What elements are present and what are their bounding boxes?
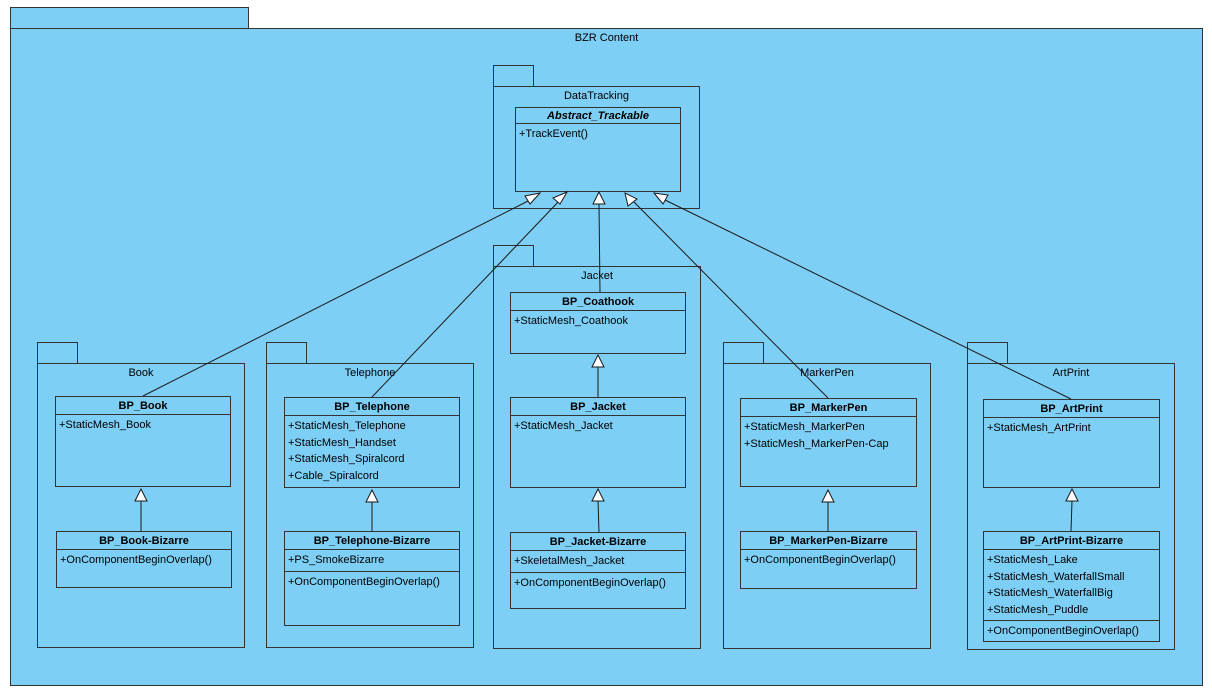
attribute-staticmesh-markerpen-cap: +StaticMesh_MarkerPen-Cap: [744, 437, 889, 450]
package-tab-artprint: [967, 342, 1008, 364]
package-title-markerpen: MarkerPen: [800, 367, 854, 379]
class-name-bp-artprint-bizarre: BP_ArtPrint-Bizarre: [984, 532, 1159, 550]
class-bp-jacket[interactable]: BP_Jacket +StaticMesh_Jacket: [510, 397, 686, 488]
package-tab-book: [37, 342, 78, 364]
package-tab-markerpen: [723, 342, 764, 364]
attribute-staticmesh-handset: +StaticMesh_Handset: [288, 436, 396, 449]
class-name-bp-coathook: BP_Coathook: [511, 293, 685, 311]
attribute-ps-smokebizarre: +PS_SmokeBizarre: [288, 554, 385, 566]
package-title-telephone: Telephone: [344, 367, 396, 379]
attribute-staticmesh-artprint: +StaticMesh_ArtPrint: [987, 422, 1091, 434]
class-bp-book-bizarre[interactable]: BP_Book-Bizarre +OnComponentBeginOverlap…: [56, 531, 232, 588]
attribute-staticmesh-telephone: +StaticMesh_Telephone: [288, 420, 406, 432]
attribute-staticmesh-spiralcord: +StaticMesh_Spiralcord: [288, 453, 405, 465]
class-bp-markerpen[interactable]: BP_MarkerPen +StaticMesh_MarkerPen +Stat…: [740, 398, 917, 487]
package-title-artprint: ArtPrint: [1052, 367, 1090, 379]
attribute-staticmesh-coathook: +StaticMesh_Coathook: [514, 315, 629, 327]
operation-on-component-begin-overlap: +OnComponentBeginOverlap(): [744, 554, 896, 566]
class-name-bp-markerpen: BP_MarkerPen: [741, 399, 916, 417]
attribute-staticmesh-book: +StaticMesh_Book: [59, 419, 152, 431]
class-bp-artprint[interactable]: BP_ArtPrint +StaticMesh_ArtPrint: [983, 399, 1160, 488]
class-bp-book[interactable]: BP_Book +StaticMesh_Book: [55, 396, 231, 487]
class-name-bp-telephone: BP_Telephone: [285, 398, 459, 416]
operation-on-component-begin-overlap: +OnComponentBeginOverlap(): [514, 576, 666, 589]
package-tab-bzr: [10, 7, 249, 29]
package-title-datatracking: DataTracking: [563, 90, 629, 102]
class-bp-telephone-bizarre[interactable]: BP_Telephone-Bizarre +PS_SmokeBizarre +O…: [284, 531, 460, 626]
operation-track-event: +TrackEvent(): [519, 128, 588, 140]
package-tab-jacket: [493, 245, 534, 267]
operation-on-component-begin-overlap: +OnComponentBeginOverlap(): [987, 625, 1139, 637]
package-title-bzr: BZR Content: [574, 32, 639, 44]
attribute-staticmesh-waterfallsmall: +StaticMesh_WaterfallSmall: [987, 570, 1125, 583]
package-title-jacket: Jacket: [581, 270, 613, 282]
class-bp-artprint-bizarre[interactable]: BP_ArtPrint-Bizarre +StaticMesh_Lake +St…: [983, 531, 1160, 642]
class-name-bp-book: BP_Book: [56, 397, 230, 415]
attribute-skeletalmesh-jacket: +SkeletalMesh_Jacket: [514, 555, 625, 567]
package-tab-datatracking: [493, 65, 534, 87]
class-bp-telephone[interactable]: BP_Telephone +StaticMesh_Telephone +Stat…: [284, 397, 460, 488]
attribute-staticmesh-puddle: +StaticMesh_Puddle: [987, 603, 1089, 616]
attribute-staticmesh-jacket: +StaticMesh_Jacket: [514, 420, 613, 432]
class-bp-jacket-bizarre[interactable]: BP_Jacket-Bizarre +SkeletalMesh_Jacket +…: [510, 532, 686, 609]
attribute-cable-spiralcord: +Cable_Spiralcord: [288, 469, 379, 482]
class-name-bp-jacket: BP_Jacket: [511, 398, 685, 416]
attribute-staticmesh-lake: +StaticMesh_Lake: [987, 554, 1078, 566]
class-name-bp-artprint: BP_ArtPrint: [984, 400, 1159, 418]
package-tab-telephone: [266, 342, 307, 364]
operation-on-component-begin-overlap: +OnComponentBeginOverlap(): [60, 554, 212, 566]
class-name-bp-telephone-bizarre: BP_Telephone-Bizarre: [285, 532, 459, 550]
class-bp-coathook[interactable]: BP_Coathook +StaticMesh_Coathook: [510, 292, 686, 354]
class-name-bp-markerpen-bizarre: BP_MarkerPen-Bizarre: [741, 532, 916, 550]
package-title-book: Book: [128, 367, 154, 379]
attribute-staticmesh-waterfallbig: +StaticMesh_WaterfallBig: [987, 587, 1113, 599]
class-name-abstract-trackable: Abstract_Trackable: [516, 108, 680, 124]
class-bp-markerpen-bizarre[interactable]: BP_MarkerPen-Bizarre +OnComponentBeginOv…: [740, 531, 917, 589]
operation-on-component-begin-overlap: +OnComponentBeginOverlap(): [288, 575, 440, 588]
class-name-bp-jacket-bizarre: BP_Jacket-Bizarre: [511, 533, 685, 551]
class-abstract-trackable[interactable]: Abstract_Trackable +TrackEvent(): [515, 107, 681, 192]
class-name-bp-book-bizarre: BP_Book-Bizarre: [57, 532, 231, 550]
attribute-staticmesh-markerpen: +StaticMesh_MarkerPen: [744, 421, 865, 433]
